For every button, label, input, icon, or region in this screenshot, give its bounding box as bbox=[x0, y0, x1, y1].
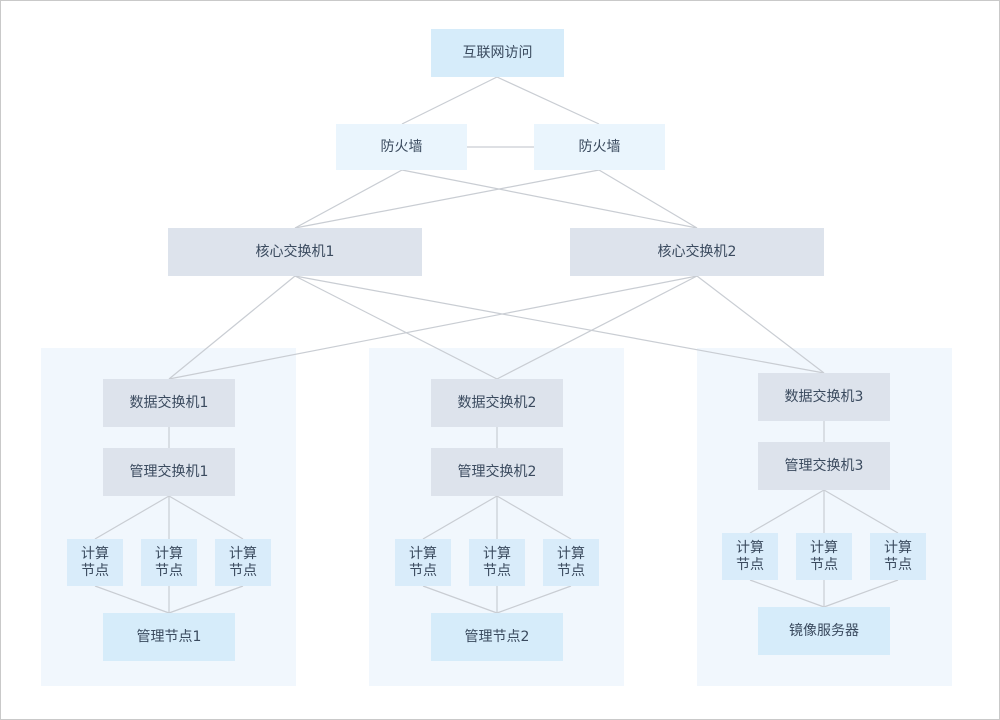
link-g1-c3-bottom bbox=[168, 585, 244, 614]
internet-access-node: 互联网访问 bbox=[431, 29, 564, 77]
link-internet-firewall-2 bbox=[496, 76, 600, 125]
link-fw1-core1 bbox=[294, 169, 403, 229]
compute-node-3-1: 计算 节点 bbox=[722, 533, 778, 580]
link-g3-mgmt-c3 bbox=[823, 489, 899, 534]
mgmt-switch-node-3: 管理交换机3 bbox=[758, 442, 890, 490]
compute-node-2-2: 计算 节点 bbox=[469, 539, 525, 586]
link-g1-mgmt-c1 bbox=[94, 495, 170, 540]
link-fw1-core2 bbox=[401, 169, 698, 229]
link-g2-c1-bottom bbox=[422, 585, 498, 614]
compute-node-2-3: 计算 节点 bbox=[543, 539, 599, 586]
link-core2-data2 bbox=[496, 275, 698, 380]
image-server-node: 镜像服务器 bbox=[758, 607, 890, 655]
management-node-1: 管理节点1 bbox=[103, 613, 235, 661]
data-switch-node-2: 数据交换机2 bbox=[431, 379, 563, 427]
link-core1-data2 bbox=[294, 275, 498, 380]
link-g3-mgmt-c1 bbox=[749, 489, 825, 534]
compute-node-1-1: 计算 节点 bbox=[67, 539, 123, 586]
mgmt-switch-node-2: 管理交换机2 bbox=[431, 448, 563, 496]
compute-node-1-2: 计算 节点 bbox=[141, 539, 197, 586]
compute-node-2-1: 计算 节点 bbox=[395, 539, 451, 586]
link-g2-c3-bottom bbox=[496, 585, 572, 614]
link-core1-data1 bbox=[168, 275, 296, 380]
management-node-2: 管理节点2 bbox=[431, 613, 563, 661]
link-g2-mgmt-c1 bbox=[422, 495, 498, 540]
link-internet-firewall-1 bbox=[401, 76, 498, 125]
link-g3-c3-bottom bbox=[823, 579, 899, 608]
link-g1-c1-bottom bbox=[94, 585, 170, 614]
firewall-node-1: 防火墙 bbox=[336, 124, 467, 170]
link-core2-data1 bbox=[168, 275, 698, 380]
link-fw2-core2 bbox=[598, 169, 698, 229]
link-g1-mgmt-c3 bbox=[168, 495, 244, 540]
core-switch-node-2: 核心交换机2 bbox=[570, 228, 824, 276]
data-switch-node-3: 数据交换机3 bbox=[758, 373, 890, 421]
link-core2-data3 bbox=[696, 275, 825, 374]
compute-node-3-2: 计算 节点 bbox=[796, 533, 852, 580]
mgmt-switch-node-1: 管理交换机1 bbox=[103, 448, 235, 496]
compute-node-3-3: 计算 节点 bbox=[870, 533, 926, 580]
core-switch-node-1: 核心交换机1 bbox=[168, 228, 422, 276]
link-core1-data3 bbox=[294, 275, 825, 374]
link-fw2-core1 bbox=[294, 169, 600, 229]
compute-node-1-3: 计算 节点 bbox=[215, 539, 271, 586]
data-switch-node-1: 数据交换机1 bbox=[103, 379, 235, 427]
link-g3-c1-bottom bbox=[749, 579, 825, 608]
link-g2-mgmt-c3 bbox=[496, 495, 572, 540]
firewall-node-2: 防火墙 bbox=[534, 124, 665, 170]
